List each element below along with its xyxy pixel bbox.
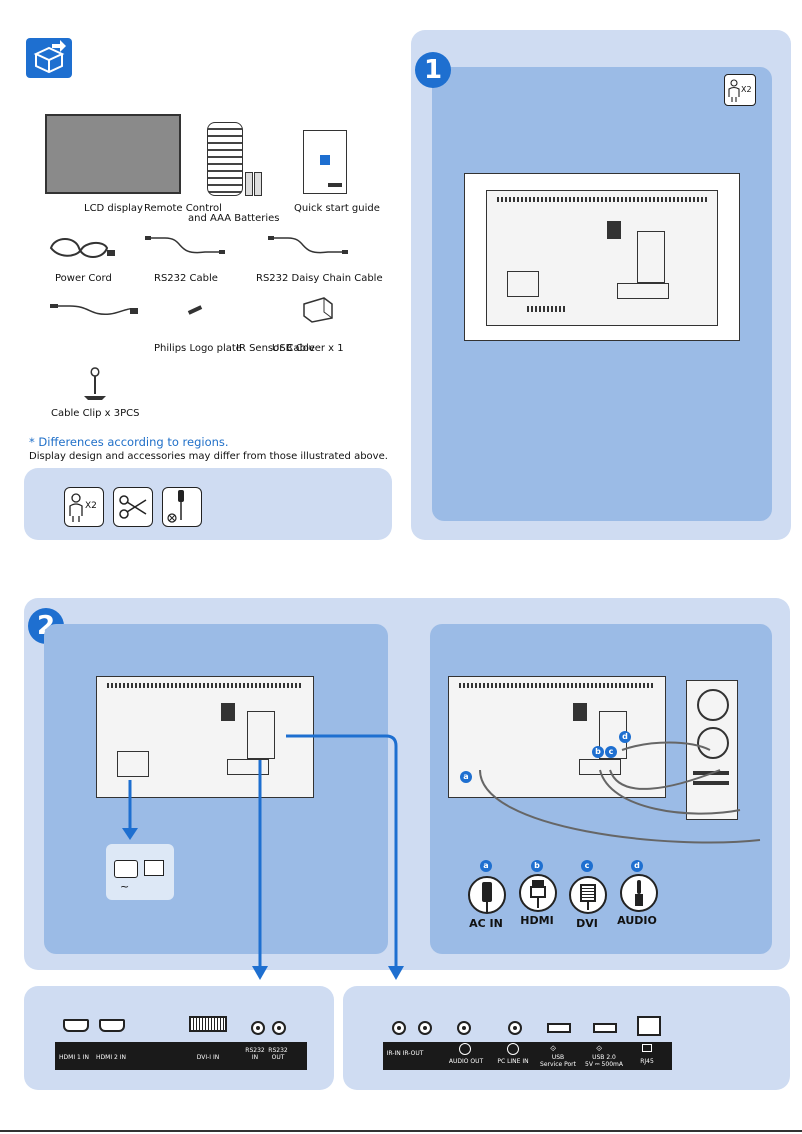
connector-label-audio: AUDIO xyxy=(617,914,657,927)
hdmi1-port xyxy=(63,1019,89,1032)
item-label-rs232-daisy-chain-cable: RS232 Daisy Chain Cable xyxy=(256,273,383,284)
connection-cables xyxy=(479,741,761,844)
item-label-ir-sensor-cable: IR Sensor Cable xyxy=(236,343,315,354)
dvi-port xyxy=(189,1016,227,1032)
hdmi-plug-icon xyxy=(519,874,557,912)
port-label-ir: IR-IN IR-OUT xyxy=(386,1050,424,1057)
item-label-cable-clip: Cable Clip x 3PCS xyxy=(51,408,140,419)
step1-badge: 1 xyxy=(415,52,451,88)
rs232-cable-image xyxy=(145,236,225,254)
logo-plate-image xyxy=(187,305,203,315)
port-badge-b: b xyxy=(592,746,604,758)
item-label-remote-control: Remote Control xyxy=(144,203,222,214)
connector-badge-b: b xyxy=(531,860,543,872)
ir-sensor-cable-image xyxy=(50,304,138,315)
two-person-icon: X2 xyxy=(64,487,104,527)
dvi-plug-icon xyxy=(569,876,607,914)
connector-label-dvi: DVI xyxy=(576,917,598,930)
two-person-icon: X2 xyxy=(724,74,756,106)
remote-control-image xyxy=(207,122,243,196)
port-label-hdmi2: HDMI 2 IN xyxy=(96,1054,126,1061)
audio-plug-icon xyxy=(620,874,658,912)
rs232-daisy-chain-cable-image xyxy=(268,236,348,254)
connection-arrows xyxy=(252,734,404,980)
ir-out-port xyxy=(418,1021,432,1035)
ports-right-label-bar: IR-IN IR-OUT AUDIO OUT PC LINE IN ⟐ USB … xyxy=(383,1042,672,1070)
battery-image xyxy=(254,172,262,196)
step1-person-count: X2 xyxy=(741,85,752,94)
usb-icon: ⟐ xyxy=(596,1044,603,1053)
item-label-batteries: and AAA Batteries xyxy=(188,213,280,224)
item-label-quick-start-guide: Quick start guide xyxy=(294,203,380,214)
line-in-icon xyxy=(507,1043,519,1055)
port-label-hdmi1: HDMI 1 IN xyxy=(59,1054,89,1061)
connector-label-hdmi: HDMI xyxy=(520,914,554,927)
port-label-pc-line-in: PC LINE IN xyxy=(497,1058,529,1065)
person-count-label: X2 xyxy=(85,501,97,511)
ports-left-label-bar: HDMI 1 IN HDMI 2 IN DVI-I IN RS232 IN RS… xyxy=(55,1042,307,1070)
port-label-usb-service: USB Service Port xyxy=(540,1054,576,1068)
audio-out-icon xyxy=(459,1043,471,1055)
ir-in-port xyxy=(392,1021,406,1035)
rs232-out-port xyxy=(272,1021,286,1035)
port-badge-d: d xyxy=(619,731,631,743)
item-label-rs232-cable: RS232 Cable xyxy=(154,273,218,284)
power-cord-image xyxy=(49,238,115,258)
connector-badge-a: a xyxy=(480,860,492,872)
regions-note-body: Display design and accessories may diffe… xyxy=(29,451,388,462)
battery-image xyxy=(245,172,253,196)
hdmi2-port xyxy=(99,1019,125,1032)
connector-badge-c: c xyxy=(581,860,593,872)
monitor-back-illustration xyxy=(96,676,314,798)
connector-badge-d: d xyxy=(631,860,643,872)
port-label-audio-out: AUDIO OUT xyxy=(448,1058,484,1065)
usb-icon: ⟐ xyxy=(550,1044,557,1053)
ports-right-panel xyxy=(343,986,790,1090)
connector-label-ac-in: AC IN xyxy=(469,917,503,930)
usb-port xyxy=(593,1023,617,1033)
usb-service-port xyxy=(547,1023,571,1033)
ac-arrow xyxy=(122,780,138,840)
port-label-dvi: DVI-I IN xyxy=(196,1054,220,1061)
quick-start-guide-image xyxy=(303,130,347,194)
rj45-port xyxy=(637,1016,661,1036)
box-icon xyxy=(26,38,72,78)
screwdriver-icon xyxy=(162,487,202,527)
rs232-in-port xyxy=(251,1021,265,1035)
regions-note-title: * Differences according to regions. xyxy=(29,435,229,449)
port-badge-a: a xyxy=(460,771,472,783)
audio-out-port xyxy=(457,1021,471,1035)
cable-clip-image xyxy=(84,367,106,400)
item-label-power-cord: Power Cord xyxy=(55,273,112,284)
lcd-display-image xyxy=(45,114,181,194)
network-icon xyxy=(642,1044,652,1052)
ac-plug-icon xyxy=(468,876,506,914)
item-label-lcd-display: LCD display xyxy=(84,203,143,214)
ports-left-panel xyxy=(24,986,334,1090)
item-label-usb-cover: USB Cover x 1 xyxy=(272,343,344,354)
pc-line-in-port xyxy=(508,1021,522,1035)
bottom-rule xyxy=(0,1130,802,1132)
scissors-icon xyxy=(113,487,153,527)
port-label-usb: USB 2.0 5V ⎓ 500mA xyxy=(585,1054,623,1068)
port-label-rs232-out: RS232 OUT xyxy=(268,1047,288,1061)
monitor-back-illustration xyxy=(486,190,718,326)
port-label-rs232-in: RS232 IN xyxy=(245,1047,265,1061)
port-badge-c: c xyxy=(605,746,617,758)
port-label-rj45: RJ45 xyxy=(640,1058,654,1065)
usb-cover-image xyxy=(303,297,333,323)
ac-inlet-detail: ~ xyxy=(106,844,174,900)
item-label-philips-logo-plate: Philips Logo plate xyxy=(154,343,242,354)
